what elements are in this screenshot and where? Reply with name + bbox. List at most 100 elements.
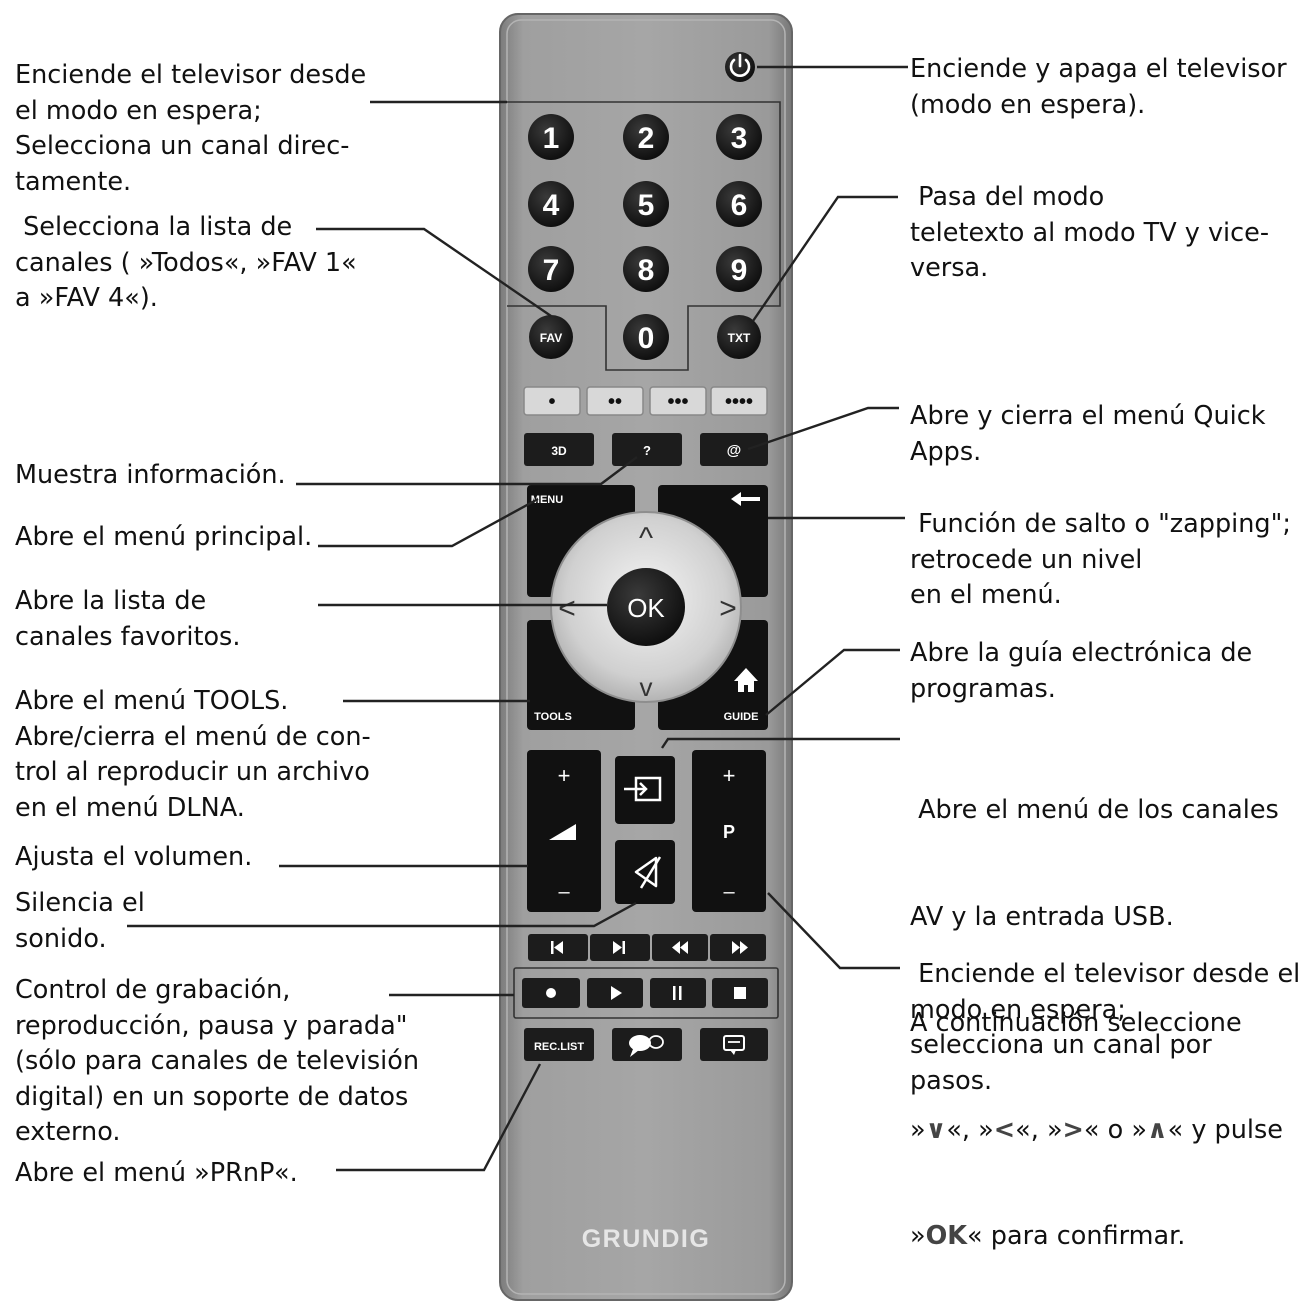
chat-button[interactable]: [612, 1028, 682, 1061]
av-line5-a: »: [910, 1221, 926, 1251]
skip-back-icon: [551, 941, 563, 954]
digit-button-label: 3: [731, 122, 748, 155]
quick-apps-button[interactable]: @: [700, 433, 768, 466]
quick-apps-button-label: @: [727, 442, 742, 459]
nav-left-arrow[interactable]: <: [558, 592, 576, 625]
annotation-channel-list: Selecciona la lista de canales ( »Todos«…: [15, 212, 357, 313]
annotation-step-channel: Enciende el televisor desde el modo en e…: [910, 959, 1301, 1096]
digit-button-7[interactable]: 7: [528, 246, 574, 292]
volume-minus-label: –: [558, 881, 570, 903]
digit-button-2[interactable]: 2: [623, 114, 669, 160]
remote-body-rim: [506, 19, 786, 1295]
nav-right-arrow[interactable]: >: [719, 592, 737, 625]
leader-step-channel: [767, 892, 900, 970]
ok-button[interactable]: OK: [607, 568, 685, 646]
color-button-green[interactable]: ••: [586, 386, 644, 416]
av-line4-d: « o »: [1083, 1114, 1147, 1145]
guide-button-label: GUIDE: [724, 711, 759, 723]
rewind-button[interactable]: [652, 934, 708, 961]
digit-button-4[interactable]: 4: [528, 181, 574, 227]
fav-button[interactable]: FAV: [529, 315, 573, 359]
annotation-av-line5: »OK« para confirmar.: [910, 1219, 1283, 1255]
menu-button-label: MENU: [531, 494, 563, 506]
av-line4-e: « y pulse: [1167, 1114, 1283, 1145]
annotation-av-line3: A continuación seleccione: [910, 1008, 1242, 1038]
annotation-standby-on: Enciende el televisor desde el modo en e…: [15, 60, 367, 197]
numpad-frame: [507, 101, 781, 371]
annotation-guide: Abre la guía electrónica de programas.: [910, 638, 1253, 704]
stop-icon: [734, 987, 746, 999]
txt-button[interactable]: TXT: [717, 315, 761, 359]
info-button-label: ?: [643, 443, 651, 458]
annotation-tools: Abre el menú TOOLS. Abre/cierra el menú …: [15, 686, 371, 823]
mute-button[interactable]: [615, 840, 675, 904]
record-button[interactable]: [522, 978, 580, 1008]
play-icon: [611, 986, 622, 1000]
annotation-av-line1: Abre el menú de los canales: [910, 795, 1279, 825]
leader-quick-apps: [747, 406, 899, 451]
digit-button-label: 0: [638, 322, 655, 355]
brand-logo: GRUNDIG: [582, 1225, 711, 1253]
digit-button-label: 6: [731, 189, 748, 222]
reclist-button-label: REC.LIST: [534, 1041, 584, 1053]
volume-icon: [549, 824, 576, 840]
leader-main-menu: [318, 497, 539, 548]
next-button[interactable]: [590, 934, 650, 961]
program-rocker[interactable]: + P –: [692, 750, 766, 912]
leader-lines: [127, 65, 908, 1172]
leader-prnp: [336, 1063, 542, 1172]
av-line4-b: «, »: [946, 1114, 994, 1145]
home-icon: [734, 668, 758, 692]
reclist-button[interactable]: REC.LIST: [524, 1028, 594, 1061]
record-icon: [546, 988, 556, 998]
digit-button-1[interactable]: 1: [528, 114, 574, 160]
button-3d[interactable]: 3D: [524, 433, 594, 466]
volume-plus-label: +: [558, 763, 571, 788]
color-button-blue[interactable]: ••••: [710, 386, 768, 416]
annotation-av-line2: AV y la entrada USB.: [910, 901, 1174, 932]
annotation-av: Abre el menú de los canales AV y la entr…: [910, 722, 1283, 1290]
av-ok-glyph: OK: [925, 1221, 968, 1251]
color-button-dots: •: [548, 391, 555, 413]
av-line5-b: « para confirmar.: [967, 1221, 1186, 1251]
digit-button-8[interactable]: 8: [623, 246, 669, 292]
button-3d-label: 3D: [551, 444, 567, 458]
leader-mute: [127, 901, 637, 928]
annotation-teletext: Pasa del modo teletexto al modo TV y vic…: [910, 182, 1270, 283]
digit-button-label: 9: [731, 254, 748, 287]
program-plus-label: +: [723, 763, 736, 788]
info-button[interactable]: ?: [612, 433, 682, 466]
source-button[interactable]: [615, 756, 675, 824]
digit-button-label: 8: [638, 254, 655, 287]
play-button[interactable]: [587, 978, 643, 1008]
pause-icon: [673, 986, 682, 1000]
subtitle-button[interactable]: [700, 1028, 768, 1061]
digit-button-label: 2: [638, 122, 655, 155]
digit-button-5[interactable]: 5: [623, 181, 669, 227]
digit-button-label: 4: [543, 189, 560, 222]
color-button-dots: ••: [608, 391, 622, 413]
leader-channel-list: [316, 227, 552, 317]
stop-button[interactable]: [712, 978, 768, 1008]
volume-rocker[interactable]: + –: [527, 750, 601, 912]
tools-button-label: TOOLS: [534, 711, 572, 723]
color-button-dots: ••••: [725, 391, 753, 413]
digit-button-6[interactable]: 6: [716, 181, 762, 227]
prev-button[interactable]: [528, 934, 588, 961]
digit-button-9[interactable]: 9: [716, 246, 762, 292]
color-button-yellow[interactable]: •••: [649, 386, 707, 416]
color-button-red[interactable]: •: [523, 386, 581, 416]
pause-button[interactable]: [650, 978, 706, 1008]
nav-down-arrow[interactable]: v: [640, 672, 653, 702]
annotation-info: Muestra información.: [15, 460, 286, 490]
fav-button-label: FAV: [540, 331, 562, 345]
av-line4-a: »: [910, 1114, 926, 1145]
nav-up-arrow[interactable]: ^: [639, 522, 653, 555]
power-button[interactable]: [725, 52, 755, 82]
digit-button-0[interactable]: 0: [623, 314, 669, 360]
fast-forward-button[interactable]: [710, 934, 766, 961]
digit-button-3[interactable]: 3: [716, 114, 762, 160]
digit-button-label: 5: [638, 189, 655, 222]
